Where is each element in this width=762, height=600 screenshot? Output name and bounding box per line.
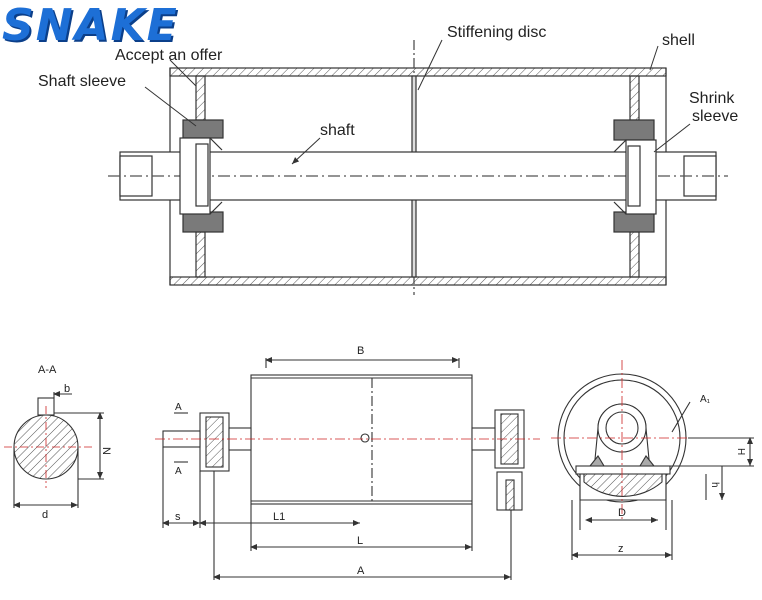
dim-B: B (357, 345, 364, 357)
dim-z: z (618, 543, 624, 555)
shaft-sleeve-right-bottom (613, 211, 655, 233)
dim-L: L (357, 535, 363, 547)
shaft-sleeve-right-top (613, 119, 655, 141)
dim-n: N (100, 447, 112, 455)
label-shrink: Shrink (689, 90, 735, 107)
mount-hatch (583, 473, 663, 497)
dim-h: h (709, 482, 720, 488)
label-shell: shell (662, 32, 695, 49)
dim-A1: A₁ (700, 394, 711, 405)
shell-top (169, 67, 667, 77)
label-stiffening-disc: Stiffening disc (447, 24, 546, 41)
dim-d: d (42, 509, 48, 521)
cut-a-bottom: A (175, 466, 182, 477)
dim-L1: L1 (273, 511, 285, 523)
side-view (551, 360, 754, 560)
label-accept-offer: Accept an offer (115, 47, 223, 64)
label-shaft-sleeve: Shaft sleeve (38, 73, 126, 90)
roller-assembly-view (108, 40, 728, 295)
dim-b: b (64, 383, 70, 395)
dim-A: A (357, 565, 365, 577)
label-sleeve: sleeve (692, 108, 738, 125)
shaft-sleeve-left-top (182, 119, 224, 139)
dim-H: H (735, 448, 746, 455)
cut-a-top: A (175, 402, 182, 413)
shaft-sleeve-left-bottom (182, 211, 224, 233)
brand-logo: SNAKE (2, 0, 179, 51)
front-view (155, 357, 540, 580)
shell-bottom (169, 276, 667, 286)
dim-s: s (175, 511, 181, 523)
section-view-aa: A-A (4, 364, 104, 508)
label-shaft: shaft (320, 122, 355, 139)
section-title: A-A (38, 364, 57, 376)
dim-D: D (618, 507, 626, 519)
